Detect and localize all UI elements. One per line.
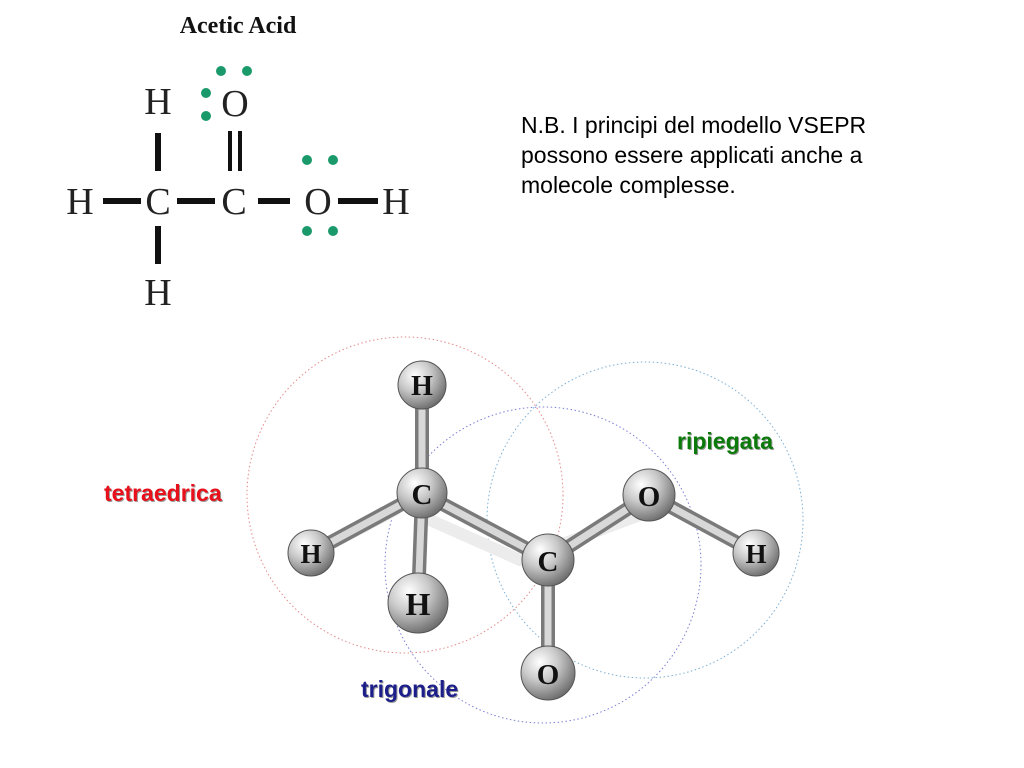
lewis-bonds <box>103 131 378 264</box>
lewis-atom-h-bottom: H <box>144 272 171 314</box>
lewis-atom-h-left: H <box>66 181 93 223</box>
svg-text:O: O <box>537 659 560 691</box>
bond-h-c1-vertical-top <box>155 133 161 171</box>
lone-pair-dot <box>302 155 312 165</box>
bond-c2-o-double-b <box>238 131 242 171</box>
model-atom-h-hydroxyl: H <box>732 529 780 577</box>
svg-text:C: C <box>412 479 433 511</box>
svg-text:H: H <box>411 371 433 402</box>
svg-text:H: H <box>300 539 321 569</box>
bond-h-c1-horizontal <box>103 198 141 204</box>
lewis-atom-c1: C <box>145 181 170 223</box>
vsepr-note: N.B. I principi del modello VSEPR posson… <box>521 110 981 200</box>
trigonal-region-circle <box>384 406 702 724</box>
bond-h-c1-vertical-bottom <box>155 226 161 264</box>
model-atom-c-left: C <box>396 467 448 519</box>
svg-text:C: C <box>538 546 559 578</box>
tetrahedral-region-circle <box>246 336 564 654</box>
lewis-structure: Acetic Acid H H C C O O H H <box>66 13 409 314</box>
model-atom-h-top: H <box>397 360 447 410</box>
lone-pair-dot <box>201 111 211 121</box>
bond-c2-o <box>258 198 290 204</box>
svg-text:H: H <box>406 586 431 622</box>
model-atom-c-center: C <box>521 533 575 587</box>
model-atom-h-front: H <box>387 572 449 634</box>
svg-text:O: O <box>638 481 661 513</box>
bond-c1-c2 <box>177 198 215 204</box>
lone-pair-dot <box>328 226 338 236</box>
note-line: molecole complesse. <box>521 172 736 198</box>
lone-pair-dot <box>328 155 338 165</box>
svg-text:H: H <box>745 539 766 569</box>
bond-o-h <box>338 198 378 204</box>
label-ripiegata: ripiegata <box>677 428 773 454</box>
lewis-atom-h-right: H <box>382 181 409 223</box>
label-trigonale: trigonale <box>361 676 459 702</box>
ball-and-stick-model: H H C H C <box>246 336 804 724</box>
lewis-lone-pairs <box>201 66 338 236</box>
model-atoms: H H C H C <box>287 360 780 701</box>
lewis-atom-h-top: H <box>144 81 171 123</box>
model-atom-o-hydroxyl: O <box>622 468 676 522</box>
lone-pair-dot <box>242 66 252 76</box>
bond-c2-o-double-a <box>228 131 232 171</box>
label-tetraedrica: tetraedrica <box>104 480 222 506</box>
lone-pair-dot <box>302 226 312 236</box>
note-line: possono essere applicati anche a <box>521 142 863 168</box>
lewis-atom-o-double: O <box>221 83 248 125</box>
lewis-atom-o-single: O <box>304 181 331 223</box>
lewis-title: Acetic Acid <box>180 13 297 39</box>
lewis-atom-c2: C <box>221 181 246 223</box>
lone-pair-dot <box>216 66 226 76</box>
note-line: N.B. I principi del modello VSEPR <box>521 112 867 138</box>
lone-pair-dot <box>201 88 211 98</box>
model-atom-o-carbonyl: O <box>520 645 576 701</box>
model-atom-h-left: H <box>287 529 335 577</box>
